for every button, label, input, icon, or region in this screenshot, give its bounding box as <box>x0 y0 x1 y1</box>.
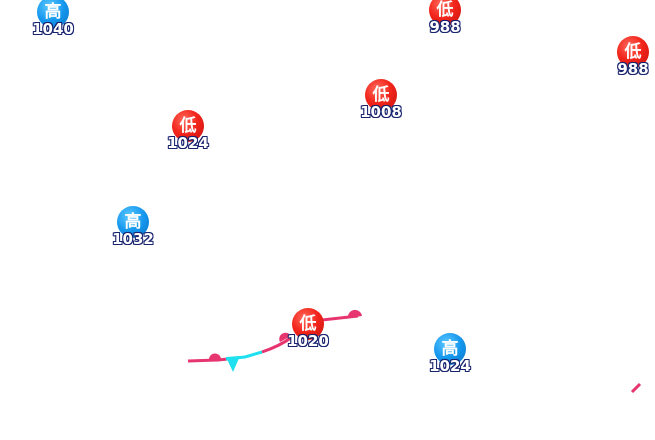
warm-front-line <box>630 382 642 394</box>
low-pressure-icon: 低 <box>172 110 204 142</box>
pressure-value: 1008 <box>360 103 402 121</box>
warm-front-line <box>187 357 229 363</box>
high-pressure-icon: 高 <box>434 333 466 365</box>
low-pressure-center[interactable]: 低 988 <box>423 0 467 40</box>
high-pressure-center[interactable]: 高 1040 <box>31 0 75 42</box>
low-pressure-center[interactable]: 低 1020 <box>286 308 330 354</box>
cold-front-symbol <box>226 356 240 372</box>
low-pressure-center[interactable]: 低 988 <box>611 36 655 82</box>
pressure-value: 988 <box>429 18 461 36</box>
pressure-value: 1024 <box>167 134 209 152</box>
low-pressure-center[interactable]: 低 1024 <box>166 110 210 156</box>
high-pressure-center[interactable]: 高 1032 <box>111 206 155 252</box>
low-pressure-icon: 低 <box>365 79 397 111</box>
pressure-value: 1020 <box>287 332 329 350</box>
pressure-value: 1032 <box>112 230 154 248</box>
pressure-value: 1040 <box>32 20 74 38</box>
warm-front-symbol <box>208 353 221 360</box>
high-pressure-icon: 高 <box>37 0 69 28</box>
warm-front-line <box>261 335 293 354</box>
warm-front-symbol <box>279 332 291 342</box>
high-pressure-center[interactable]: 高 1024 <box>428 333 472 379</box>
low-pressure-center[interactable]: 低 1008 <box>359 79 403 125</box>
low-pressure-icon: 低 <box>617 36 649 68</box>
low-pressure-icon: 低 <box>292 308 324 340</box>
pressure-value: 988 <box>617 60 649 78</box>
pressure-value: 1024 <box>429 357 471 375</box>
low-pressure-icon: 低 <box>429 0 461 26</box>
warm-front-symbol <box>347 309 362 318</box>
high-pressure-icon: 高 <box>117 206 149 238</box>
fronts-layer <box>187 309 642 394</box>
